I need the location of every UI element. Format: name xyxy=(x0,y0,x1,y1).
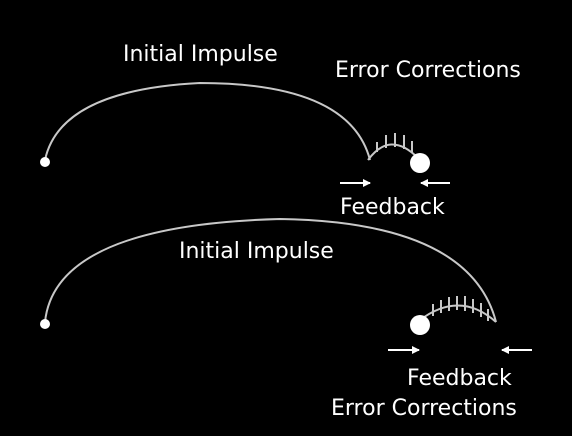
top-correction-arc xyxy=(367,143,419,161)
bottom-panel xyxy=(40,217,532,354)
bottom-target xyxy=(410,315,430,335)
bottom-impulse-label: Initial Impulse xyxy=(179,239,334,264)
top-target xyxy=(410,153,430,173)
top-corrections-label: Error Corrections xyxy=(335,58,521,83)
top-impulse-label: Initial Impulse xyxy=(123,42,278,67)
bottom-feedback-label: Feedback xyxy=(407,366,512,391)
bottom-impulse-arc xyxy=(44,217,497,323)
bottom-corrections-label: Error Corrections xyxy=(331,396,517,421)
top-correction-ticks xyxy=(376,133,413,153)
top-impulse-arc xyxy=(44,81,371,161)
bottom-correction-ticks xyxy=(432,296,489,321)
top-feedback-label: Feedback xyxy=(340,195,445,220)
top-panel xyxy=(40,81,450,187)
bottom-start-point xyxy=(40,319,50,329)
top-start-point xyxy=(40,157,50,167)
